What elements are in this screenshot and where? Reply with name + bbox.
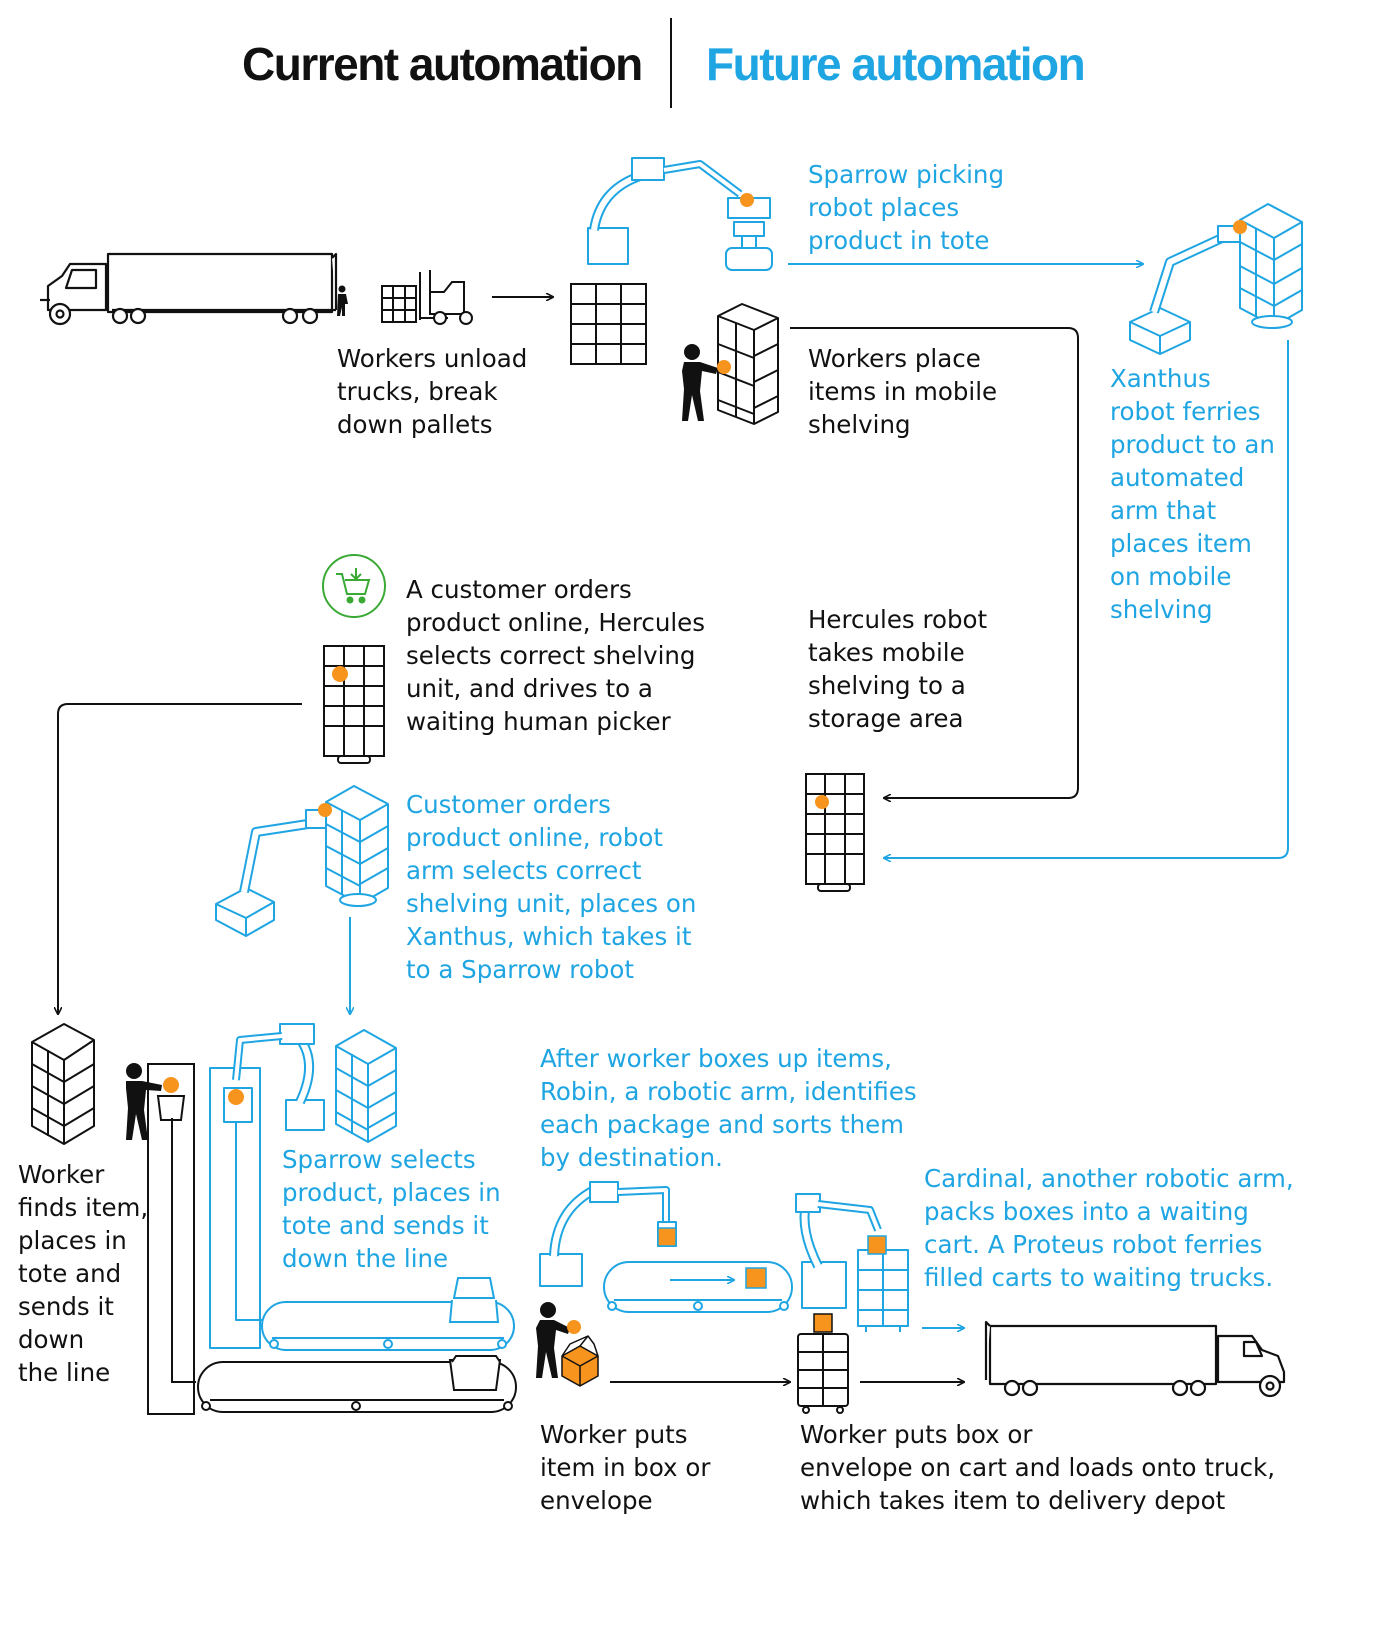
hercules-storage-shelving-icon <box>805 773 865 892</box>
product-dot <box>318 803 332 817</box>
conveyor-icon-current <box>197 1355 517 1413</box>
product-dot <box>815 795 829 809</box>
package-icon <box>813 1313 833 1333</box>
tote-lift-icon <box>147 1063 196 1415</box>
truck-icon <box>40 252 338 326</box>
mobile-shelving-icon <box>717 303 779 425</box>
arrow-xanthus-to-storage <box>884 340 1289 858</box>
forklift-icon <box>381 270 473 325</box>
conveyor-icon-future <box>261 1277 515 1351</box>
header-divider <box>670 18 672 108</box>
pallet-grid-icon <box>570 283 647 365</box>
package-icon <box>867 1235 887 1255</box>
current-automation-heading: Current automation <box>242 38 643 90</box>
arrow-shelving-to-storage <box>790 327 1079 798</box>
cart-icon <box>797 1333 849 1414</box>
caption-customer-hercules: A customer orders product online, Hercul… <box>406 575 706 736</box>
package-icon <box>657 1227 677 1247</box>
xanthus-arm-icon <box>1129 203 1303 355</box>
worker-icon-picker <box>126 1063 162 1140</box>
product-dot <box>740 193 754 207</box>
robin-arm-icon <box>539 1181 793 1313</box>
robot-arm-shelving-icon <box>215 785 389 937</box>
caption-xanthus: Xanthus robot ferries product to an auto… <box>1110 364 1275 624</box>
shopping-cart-icon <box>322 554 386 618</box>
hercules-shelving-icon <box>323 645 385 764</box>
product-dot <box>567 1320 581 1334</box>
delivery-truck-icon <box>984 1320 1286 1398</box>
cardinal-arm-icon <box>795 1193 909 1332</box>
flow-arrows <box>58 264 1289 1382</box>
product-dot <box>1233 220 1247 234</box>
product-dot <box>332 666 348 682</box>
package-icon <box>745 1267 767 1289</box>
caption-customer-robot: Customer orders product online, robot ar… <box>406 790 697 984</box>
worker-icon-unload <box>337 285 348 316</box>
caption-hercules-storage: Hercules robot takes mobile shelving to … <box>808 605 988 733</box>
future-automation-heading: Future automation <box>706 38 1086 90</box>
caption-unload: Workers unload trucks, break down pallet… <box>337 344 528 439</box>
caption-sparrow-pick: Sparrow picking robot places product in … <box>808 160 1005 255</box>
caption-worker-finds: Worker finds item, places in tote and se… <box>18 1160 149 1387</box>
caption-cardinal: Cardinal, another robotic arm, packs box… <box>924 1164 1294 1292</box>
product-dot <box>163 1077 179 1093</box>
caption-worker-box: Worker puts item in box or envelope <box>540 1420 711 1515</box>
caption-place-shelving: Workers place items in mobile shelving <box>808 344 998 439</box>
worker-icon-boxer <box>536 1302 570 1378</box>
sparrow-arm-icon <box>587 157 773 271</box>
caption-worker-cart: Worker puts box or envelope on cart and … <box>800 1420 1275 1515</box>
box-icon <box>561 1335 599 1387</box>
caption-robin: After worker boxes up items, Robin, a ro… <box>540 1044 917 1172</box>
product-dot <box>228 1089 244 1105</box>
arrow-hercules-to-picker <box>58 703 302 1014</box>
caption-sparrow-selects: Sparrow selects product, places in tote … <box>282 1145 501 1273</box>
worker-icon-shelving <box>682 344 718 421</box>
bottom-shelving-icon <box>31 1023 95 1145</box>
product-dot <box>717 360 731 374</box>
